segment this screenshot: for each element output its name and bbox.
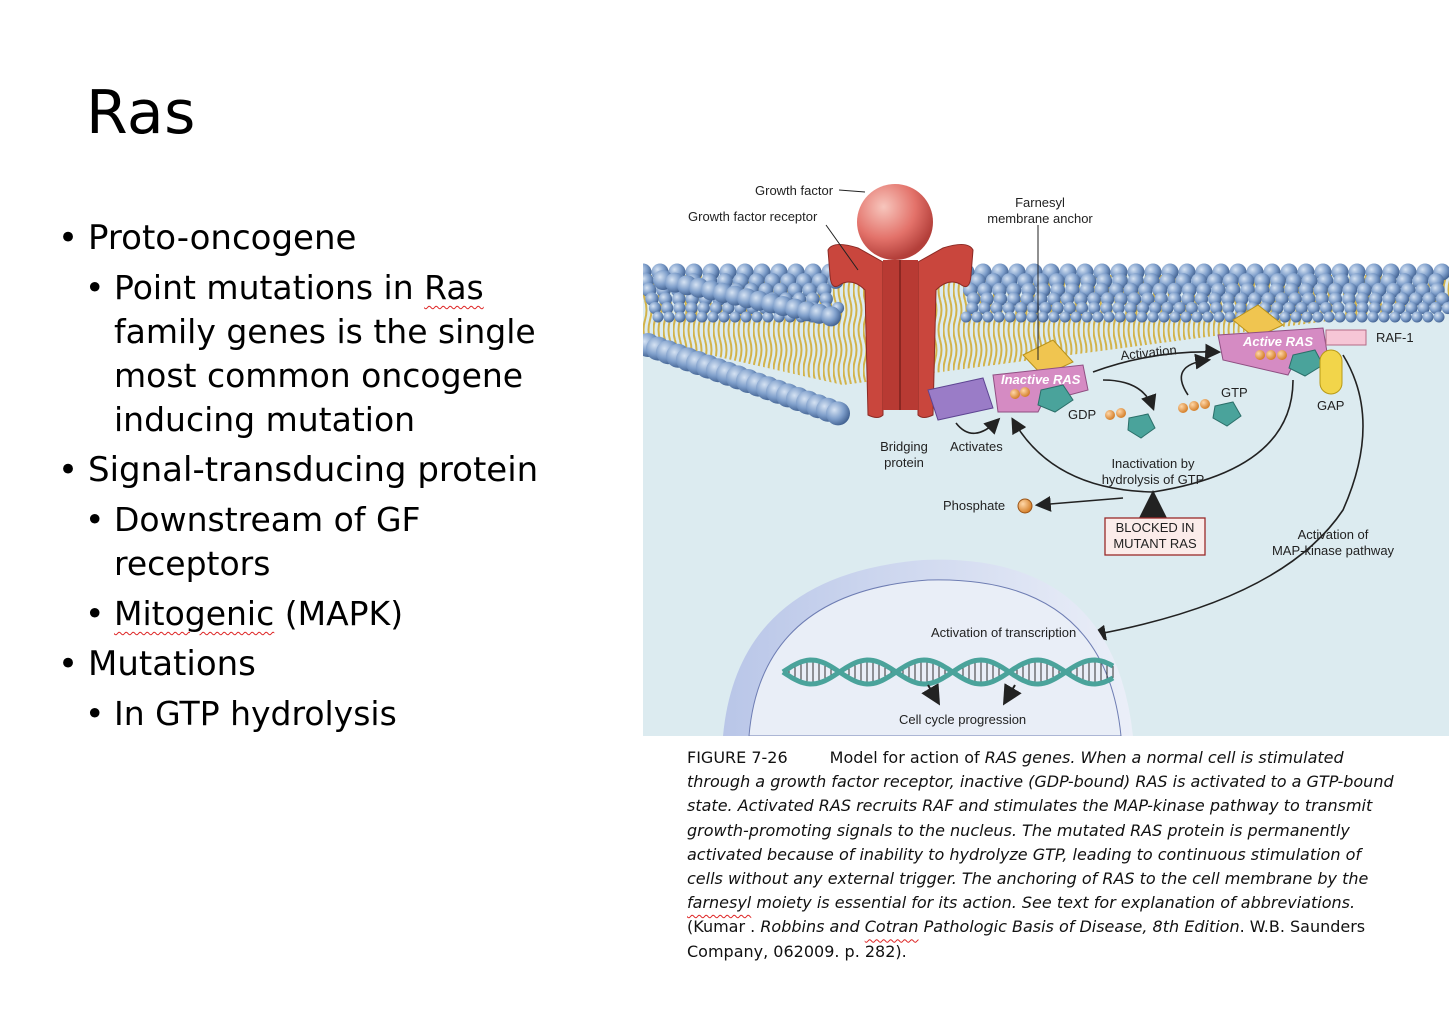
growth-factor-receptor: [827, 244, 974, 418]
growth-factor-ball: [857, 184, 933, 260]
gap-protein: GAP: [1317, 349, 1344, 413]
svg-text:BLOCKED IN: BLOCKED IN: [1116, 520, 1195, 535]
bridging-protein: [927, 377, 994, 421]
blocked-in-mutant-ras: BLOCKED IN MUTANT RAS: [1104, 490, 1206, 556]
svg-text:Inactive RAS: Inactive RAS: [1001, 372, 1081, 387]
svg-text:GTP: GTP: [1221, 385, 1248, 400]
svg-text:Phosphate: Phosphate: [943, 498, 1005, 513]
svg-text:GAP: GAP: [1317, 398, 1344, 413]
dna-helix: [781, 657, 1115, 687]
bullet-point-mutations: Point mutations in Ras family genes is t…: [58, 266, 578, 442]
figure-number: FIGURE 7-26: [687, 748, 788, 767]
gtp-molecule: GTP: [1178, 385, 1248, 427]
bullet-downstream: Downstream of GF receptors: [58, 498, 578, 586]
growth-factor-receptor-label: Growth factor receptor: [688, 209, 818, 224]
citation: (Kumar . Robbins and Cotran Pathologic B…: [687, 917, 1366, 961]
active-ras: Active RAS: [1217, 304, 1329, 377]
bridging-protein-label-1: Bridging: [880, 439, 928, 454]
cell-cycle-label: Cell cycle progression: [899, 712, 1026, 727]
bridging-protein-label-2: protein: [884, 455, 924, 470]
inactivation-label-2: hydrolysis of GTP: [1102, 472, 1205, 487]
bullet-mitogenic: Mitogenic (MAPK): [58, 592, 578, 636]
transcription-label: Activation of transcription: [931, 625, 1076, 640]
svg-text:Active RAS: Active RAS: [1242, 334, 1313, 349]
bullet-proto-oncogene: Proto-oncogene: [58, 216, 578, 260]
farnesyl-label-1: Farnesyl: [1015, 195, 1065, 210]
inactive-ras: Inactive RAS: [992, 339, 1089, 413]
farnesyl-label-2: membrane anchor: [987, 211, 1093, 226]
growth-factor-label: Growth factor: [755, 183, 834, 198]
ras-pathway-figure: Inactive RAS Active RAS RAF-1 GAP GDP GT…: [643, 180, 1449, 736]
svg-text:GDP: GDP: [1068, 407, 1096, 422]
raf1-box: RAF-1: [1325, 329, 1414, 346]
bullet-signal-transducing: Signal-transducing protein: [58, 448, 578, 492]
bullet-gtp-hydrolysis: In GTP hydrolysis: [58, 692, 578, 736]
bullet-mutations: Mutations: [58, 642, 578, 686]
slide-title: Ras: [86, 78, 196, 148]
gdp-molecule: GDP: [1068, 407, 1156, 439]
phosphate: Phosphate: [943, 498, 1033, 514]
svg-text:MUTANT RAS: MUTANT RAS: [1113, 536, 1197, 551]
mapk-label-2: MAP-kinase pathway: [1272, 543, 1395, 558]
activates-label: Activates: [950, 439, 1003, 454]
svg-text:RAF-1: RAF-1: [1376, 330, 1414, 345]
bullet-list: Proto-oncogene Point mutations in Ras fa…: [58, 210, 578, 736]
activation-label: Activation: [1120, 342, 1178, 363]
mapk-label-1: Activation of: [1298, 527, 1369, 542]
nucleus: [723, 559, 1133, 736]
inactivation-label-1: Inactivation by: [1111, 456, 1195, 471]
